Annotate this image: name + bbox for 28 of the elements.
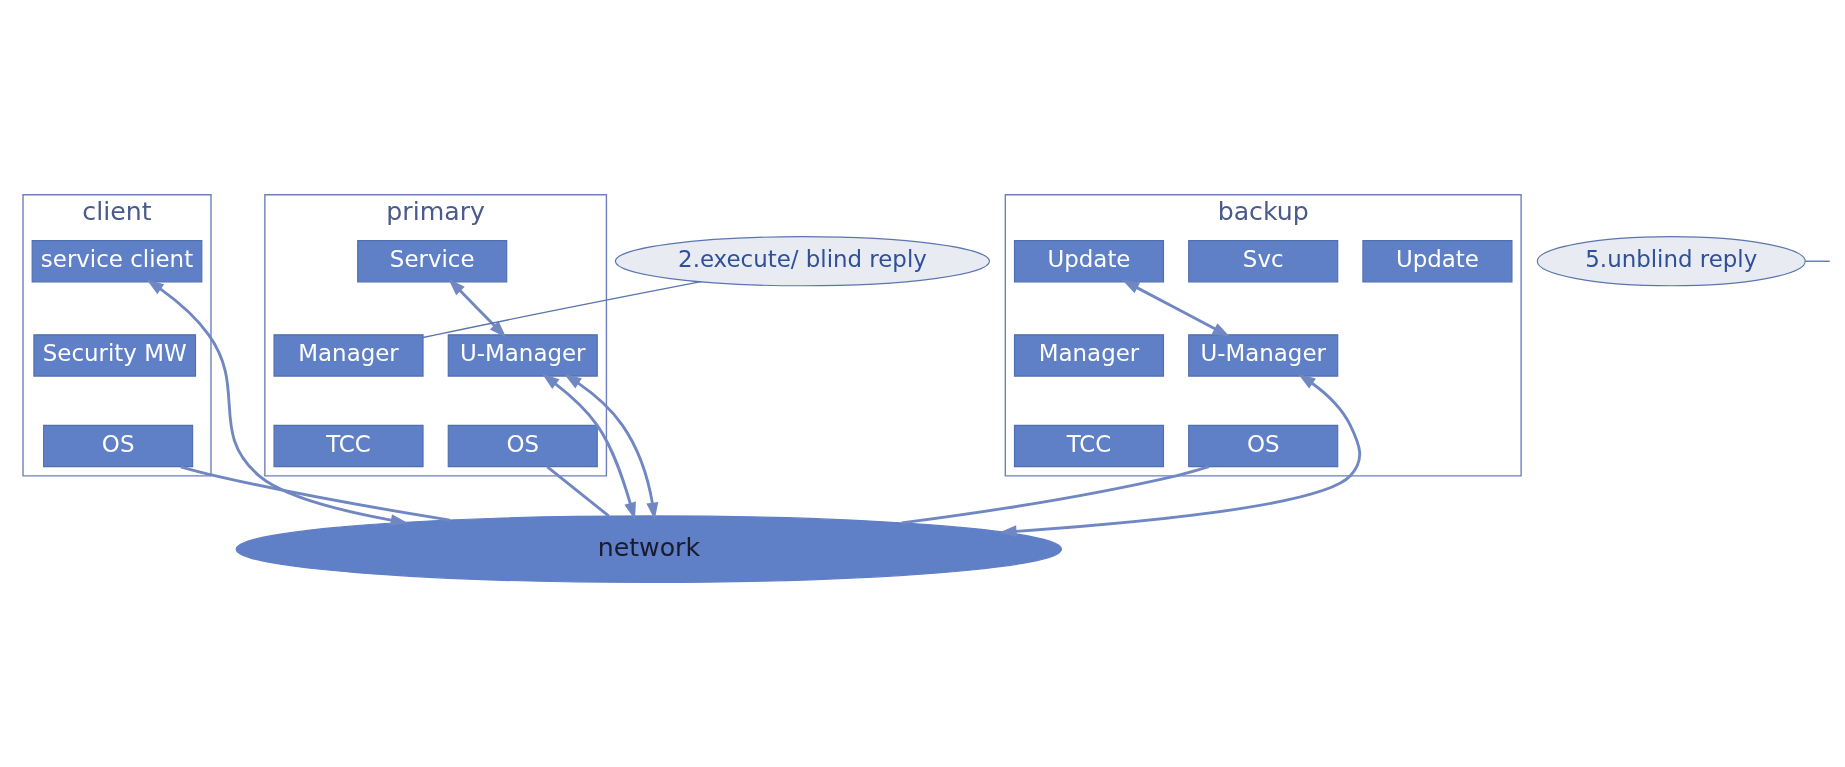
node-box: OS xyxy=(1188,424,1339,467)
connector xyxy=(1804,260,1831,262)
node-box: service client xyxy=(31,239,203,282)
connector xyxy=(180,464,451,521)
node-ellipse: 5.unblind reply xyxy=(1536,235,1806,286)
node-box: TCC xyxy=(273,424,424,467)
node-box: U-Manager xyxy=(447,333,598,377)
connector xyxy=(546,465,610,517)
node-ellipse: 2.execute/ blind reply xyxy=(614,235,991,286)
node-box: Manager xyxy=(273,333,424,377)
node-box: Manager xyxy=(1013,333,1165,377)
node-box: OS xyxy=(447,424,598,467)
arrow xyxy=(146,278,408,526)
arrow xyxy=(542,373,636,520)
node-box: Security MW xyxy=(33,333,197,377)
node-box: Update xyxy=(1013,239,1165,282)
arrow xyxy=(564,373,659,520)
node-box: OS xyxy=(43,424,194,467)
node-box: Service xyxy=(357,239,508,282)
connector xyxy=(422,280,702,338)
arrow xyxy=(448,278,507,338)
arrow xyxy=(1122,279,1230,337)
node-box: Svc xyxy=(1188,239,1339,282)
node-box: TCC xyxy=(1013,424,1165,467)
node-box: U-Manager xyxy=(1188,333,1339,377)
connector xyxy=(901,464,1210,524)
arrow xyxy=(999,373,1362,537)
node-box: Update xyxy=(1362,239,1513,282)
